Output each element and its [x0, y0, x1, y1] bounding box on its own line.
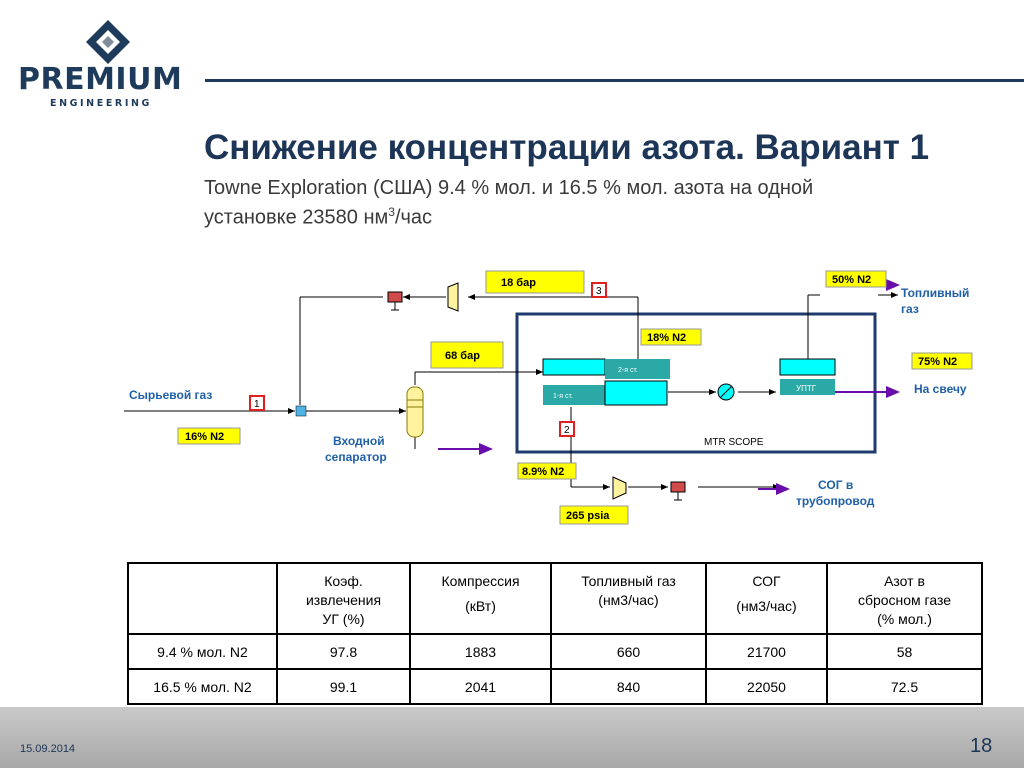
mixer-icon [295, 405, 307, 417]
table-header-empty [127, 562, 278, 635]
uptg-unit: УПТГ [779, 358, 836, 395]
heater-icon [717, 383, 735, 401]
mtr-scope-label: MTR SCOPE [704, 437, 764, 448]
stage2-label: 2-я ст. [618, 367, 638, 374]
compressor-bottom-icon [612, 476, 627, 500]
logo-diamond-icon [86, 20, 130, 64]
mtr-scope-frame [515, 312, 877, 454]
separator-label-2: сепаратор [325, 450, 387, 464]
table-header-compression: Компрессия (кВт) [409, 562, 552, 635]
table-cell: 58 [826, 633, 983, 670]
logo-subword: ENGINEERING [50, 98, 152, 109]
pressure-18-label: 18 бар [501, 277, 536, 289]
fuel-gas-label-2: газ [901, 302, 919, 316]
n2-75-label: 75% N2 [918, 356, 957, 368]
table-cell: 21700 [705, 633, 828, 670]
table-cell: 99.1 [276, 668, 411, 705]
compressor-top-icon [447, 282, 459, 312]
subtitle-sup: 3 [388, 205, 395, 219]
membrane-stage1: 1-я ст. [543, 380, 668, 406]
n2-18-label: 18% N2 [647, 332, 686, 344]
stream-1-marker: 1 [254, 399, 260, 410]
table-header-recovery: Коэф. извлечения УГ (%) [276, 562, 411, 635]
table-cell: 16.5 % мол. N2 [127, 668, 278, 705]
uptg-label: УПТГ [796, 384, 817, 393]
separator-label-1: Входной [333, 434, 385, 448]
table-header-row: Коэф. извлечения УГ (%) Компрессия (кВт)… [127, 562, 983, 635]
table-cell: 660 [550, 633, 707, 670]
cooler-top-icon [387, 291, 403, 311]
footer-date: 15.09.2014 [20, 743, 76, 755]
n2-16-label: 16% N2 [185, 431, 224, 443]
separator-vessel-icon [406, 386, 424, 438]
results-table: Коэф. извлечения УГ (%) Компрессия (кВт)… [127, 562, 983, 705]
cooler-bottom-icon [670, 481, 686, 501]
table-cell: 840 [550, 668, 707, 705]
stage1-label: 1-я ст. [553, 393, 573, 400]
table-row: 9.4 % мол. N2 97.8 1883 660 21700 58 [127, 633, 983, 670]
subtitle-line2b: /час [394, 206, 433, 229]
table-header-sog: СОГ (нм3/час) [705, 562, 828, 635]
footer-band [0, 707, 1024, 768]
subtitle-line2a: установке 23580 нм [204, 206, 389, 229]
flare-label: На свечу [914, 382, 967, 396]
header-divider [205, 79, 1024, 82]
table-cell: 97.8 [276, 633, 411, 670]
stream-2-marker: 2 [564, 425, 570, 436]
stream-3-marker: 3 [596, 286, 602, 297]
logo-word: PREMIUM [18, 62, 183, 97]
table-header-nitrogen: Азот в сбросном газе (% мол.) [826, 562, 983, 635]
pressure-68-label: 68 бар [445, 350, 480, 362]
n2-89-label: 8.9% N2 [522, 466, 564, 478]
results-table-wrap: Коэф. извлечения УГ (%) Компрессия (кВт)… [127, 562, 983, 705]
process-flow-diagram: MTR SCOPE [108, 237, 992, 550]
sog-label-2: трубопровод [796, 494, 875, 508]
sog-label-1: СОГ в [818, 478, 853, 492]
page-title: Снижение концентрации азота. Вариант 1 [204, 128, 930, 167]
pressure-265-label: 265 psia [566, 510, 610, 522]
stream-markers: 1 2 3 [249, 282, 607, 437]
feed-gas-label: Сырьевой газ [129, 388, 212, 402]
company-logo: PREMIUM ENGINEERING [18, 18, 188, 109]
table-header-fuel-gas: Топливный газ (нм3/час) [550, 562, 707, 635]
membrane-stage2: 2-я ст. [542, 358, 670, 379]
table-cell: 72.5 [826, 668, 983, 705]
yellow-tags: 18 бар 68 бар 50% N2 18% N2 75% N2 16% N… [177, 270, 973, 525]
table-cell: 9.4 % мол. N2 [127, 633, 278, 670]
table-cell: 2041 [409, 668, 552, 705]
n2-50-label: 50% N2 [832, 274, 871, 286]
page-number: 18 [970, 735, 993, 757]
fuel-gas-label-1: Топливный [901, 286, 969, 300]
page-subtitle: Towne Exploration (США) 9.4 % мол. и 16.… [204, 176, 924, 230]
subtitle-line1: Towne Exploration (США) 9.4 % мол. и 16.… [204, 177, 814, 199]
table-cell: 22050 [705, 668, 828, 705]
table-row: 16.5 % мол. N2 99.1 2041 840 22050 72.5 [127, 668, 983, 705]
table-cell: 1883 [409, 633, 552, 670]
